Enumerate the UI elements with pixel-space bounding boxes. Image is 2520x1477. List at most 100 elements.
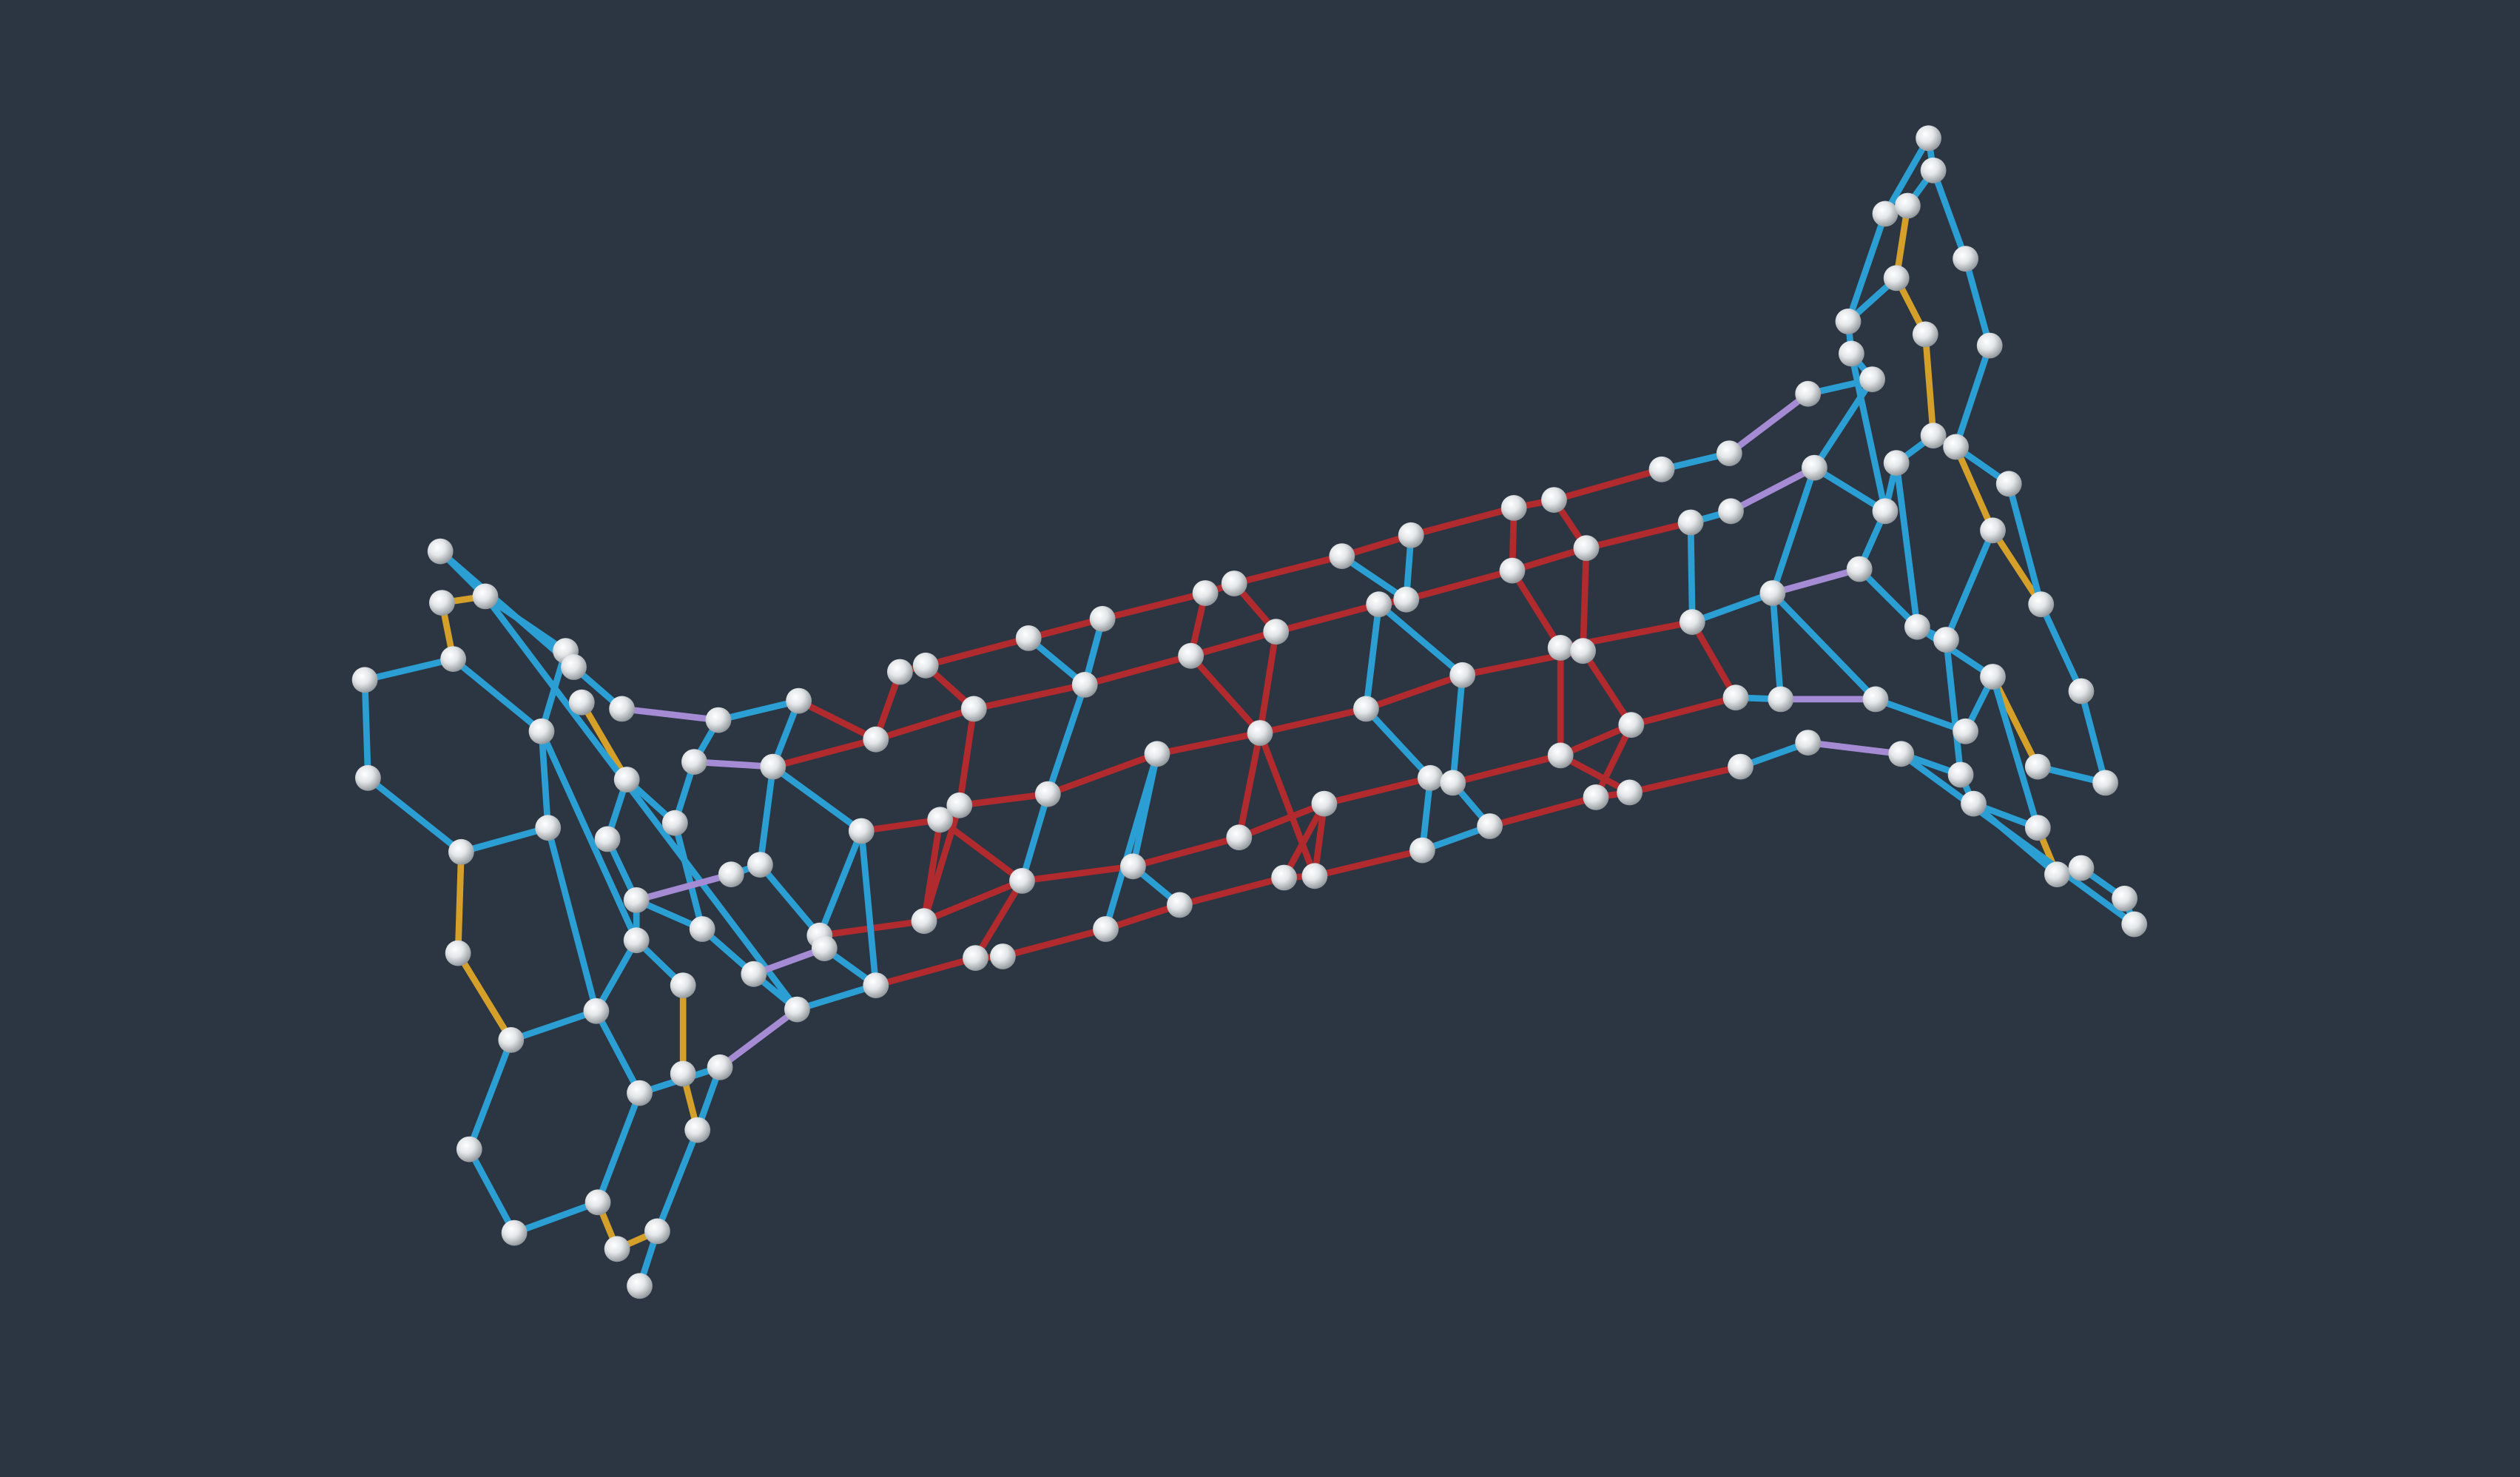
atom-120[interactable] — [1980, 517, 2006, 544]
atom-26[interactable] — [623, 887, 650, 913]
atom-128[interactable] — [1961, 790, 1987, 817]
atom-34[interactable] — [747, 852, 773, 878]
atom-14[interactable] — [501, 1219, 528, 1246]
atom-108[interactable] — [1839, 340, 1864, 367]
atom-85[interactable] — [1547, 635, 1574, 661]
atom-122[interactable] — [1933, 627, 1959, 653]
atom-36[interactable] — [784, 996, 810, 1023]
atom-74[interactable] — [1366, 591, 1392, 618]
atom-77[interactable] — [1409, 837, 1435, 864]
atom-78[interactable] — [1417, 764, 1443, 791]
atom-10[interactable] — [498, 1027, 525, 1053]
atom-17[interactable] — [644, 1218, 670, 1245]
atom-69[interactable] — [1271, 864, 1297, 891]
atom-134[interactable] — [1768, 686, 1794, 713]
atom-136[interactable] — [2068, 855, 2095, 881]
atom-73[interactable] — [1353, 696, 1379, 722]
atom-43[interactable] — [848, 818, 875, 844]
atom-0[interactable] — [427, 538, 454, 565]
atom-12[interactable] — [627, 1080, 653, 1106]
atom-75[interactable] — [1393, 586, 1420, 613]
atom-33[interactable] — [718, 861, 744, 888]
atom-58[interactable] — [1089, 605, 1116, 632]
atom-9[interactable] — [445, 940, 471, 966]
atom-32[interactable] — [707, 1054, 733, 1080]
atom-1[interactable] — [472, 583, 499, 610]
atom-40[interactable] — [681, 749, 707, 775]
atom-48[interactable] — [946, 792, 973, 818]
atom-66[interactable] — [1247, 720, 1273, 746]
atom-3[interactable] — [440, 646, 466, 672]
atom-86[interactable] — [1570, 638, 1597, 665]
atom-116[interactable] — [1920, 423, 1947, 449]
atom-105[interactable] — [1953, 246, 1979, 272]
atom-110[interactable] — [1795, 380, 1822, 407]
atom-90[interactable] — [1618, 712, 1645, 738]
atom-80[interactable] — [1449, 662, 1476, 688]
atom-29[interactable] — [670, 972, 696, 998]
atom-39[interactable] — [705, 707, 732, 733]
atom-64[interactable] — [1192, 580, 1219, 606]
atom-84[interactable] — [1499, 557, 1526, 584]
atom-124[interactable] — [2068, 678, 2095, 704]
atom-67[interactable] — [1226, 824, 1253, 851]
atom-5[interactable] — [355, 764, 381, 791]
atom-59[interactable] — [1093, 916, 1119, 942]
atom-16[interactable] — [604, 1236, 630, 1262]
atom-13[interactable] — [456, 1136, 482, 1163]
atom-71[interactable] — [1311, 790, 1338, 817]
atom-44[interactable] — [863, 972, 889, 998]
atom-118[interactable] — [1995, 471, 2022, 497]
atom-83[interactable] — [1541, 487, 1567, 513]
atom-18[interactable] — [627, 1273, 653, 1299]
atom-51[interactable] — [960, 696, 987, 722]
atom-114[interactable] — [1872, 498, 1899, 525]
atom-103[interactable] — [1883, 265, 1910, 292]
atom-91[interactable] — [1617, 779, 1643, 806]
atom-23[interactable] — [613, 767, 640, 793]
atom-31[interactable] — [684, 1117, 711, 1143]
atom-35[interactable] — [741, 960, 767, 987]
atom-95[interactable] — [1722, 684, 1749, 711]
atom-45[interactable] — [863, 726, 889, 753]
atom-127[interactable] — [2024, 815, 2051, 841]
atom-101[interactable] — [1872, 201, 1899, 227]
atom-72[interactable] — [1329, 543, 1355, 569]
atom-56[interactable] — [1034, 781, 1061, 807]
atom-30[interactable] — [670, 1060, 696, 1087]
atom-130[interactable] — [1953, 718, 1979, 744]
atom-8[interactable] — [448, 838, 474, 865]
atom-82[interactable] — [1500, 495, 1527, 521]
atom-87[interactable] — [1573, 535, 1600, 562]
atom-47[interactable] — [927, 807, 954, 833]
atom-89[interactable] — [1583, 784, 1609, 810]
atom-50[interactable] — [912, 652, 939, 679]
atom-52[interactable] — [1009, 868, 1035, 894]
atom-57[interactable] — [1071, 672, 1098, 698]
atom-107[interactable] — [1835, 309, 1862, 334]
atom-38[interactable] — [811, 935, 838, 961]
atom-117[interactable] — [1943, 434, 1970, 460]
atom-54[interactable] — [990, 943, 1016, 969]
atom-115[interactable] — [1883, 450, 1910, 476]
atom-98[interactable] — [1716, 440, 1742, 466]
atom-62[interactable] — [1167, 892, 1193, 918]
atom-135[interactable] — [2044, 861, 2070, 888]
atom-42[interactable] — [786, 687, 812, 714]
atom-137[interactable] — [2112, 885, 2138, 912]
atom-97[interactable] — [1718, 498, 1744, 525]
atom-63[interactable] — [1178, 642, 1204, 669]
atom-123[interactable] — [1980, 664, 2006, 690]
atom-25[interactable] — [594, 826, 621, 852]
atom-99[interactable] — [1916, 125, 1942, 152]
atom-55[interactable] — [1015, 625, 1042, 651]
atom-109[interactable] — [1859, 366, 1886, 392]
atom-106[interactable] — [1976, 332, 2003, 359]
atom-119[interactable] — [2028, 591, 2055, 618]
atom-21[interactable] — [568, 689, 595, 716]
atom-61[interactable] — [1144, 741, 1170, 767]
atom-132[interactable] — [1862, 686, 1889, 713]
atom-113[interactable] — [1846, 556, 1873, 582]
atom-11[interactable] — [583, 997, 610, 1024]
